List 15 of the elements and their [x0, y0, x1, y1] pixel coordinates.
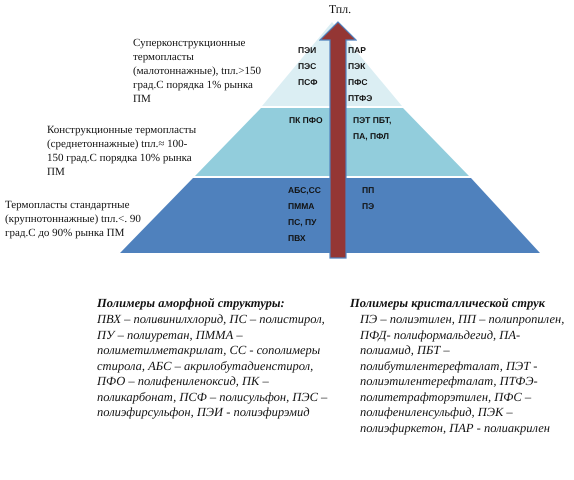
polymer-abbreviations: ПЭИ ПЭС ПСФ [298, 44, 319, 89]
pyramid-tier [195, 108, 469, 176]
axis-label: Тпл. [328, 2, 352, 16]
abbreviation-list: ПЭ – полиэтилен, ПП – полипропилен, ПФД- полиформальдегид, ПА- полиамид, ПБТ – полибутилентерефталат, ПЭТ - полиэтилентерефталат, ПТФЭ- политетрафторэтилен, ПФС – полифениленсульфид, ПЭК – полиэфиркетон, ПАР - полиакрилен [360, 312, 574, 436]
tier-description: Термопласты стандартные (крупнотоннажные) tпл.<. 90 град.С до 90% рынка ПМ [5, 198, 142, 240]
polymer-abbreviations: ПК ПФО [289, 114, 324, 127]
polymer-abbreviations: ПЭТ ПБТ, ПА, ПФЛ [353, 114, 392, 143]
heading: Полимеры аморфной структуры: [97, 296, 286, 312]
heading: Полимеры кристаллической струк [350, 296, 546, 312]
polymer-abbreviations: ПАР ПЭК ПФС ПТФЭ [348, 44, 374, 105]
polymer-abbreviations: АБС,СС ПММА ПС, ПУ ПВХ [288, 184, 322, 245]
tier-description: Конструкционные термопласты (среднетоннажные) tпл.≈ 100-150 град.С порядка 10% рынка ПМ [47, 123, 197, 179]
abbreviation-list: ПВХ – поливинилхлорид, ПС – полистирол, ПУ – полиуретан, ПММА – полиметилметакрилат, СС - сополимеры стирола, АБС – акрилобутадиенстирол, ПФО – полифениленоксид, ПК – поликарбонат, ПСФ – полисульфон, ПЭС – полиэфирсульфон, ПЭИ - полиэфирэмид [97, 312, 329, 420]
polymer-abbreviations: ПП ПЭ [362, 184, 376, 213]
tier-description: Суперконструкционные термопласты (малотоннажные), tпл.>150 град.С порядка 1% рынка ПМ [133, 36, 262, 106]
